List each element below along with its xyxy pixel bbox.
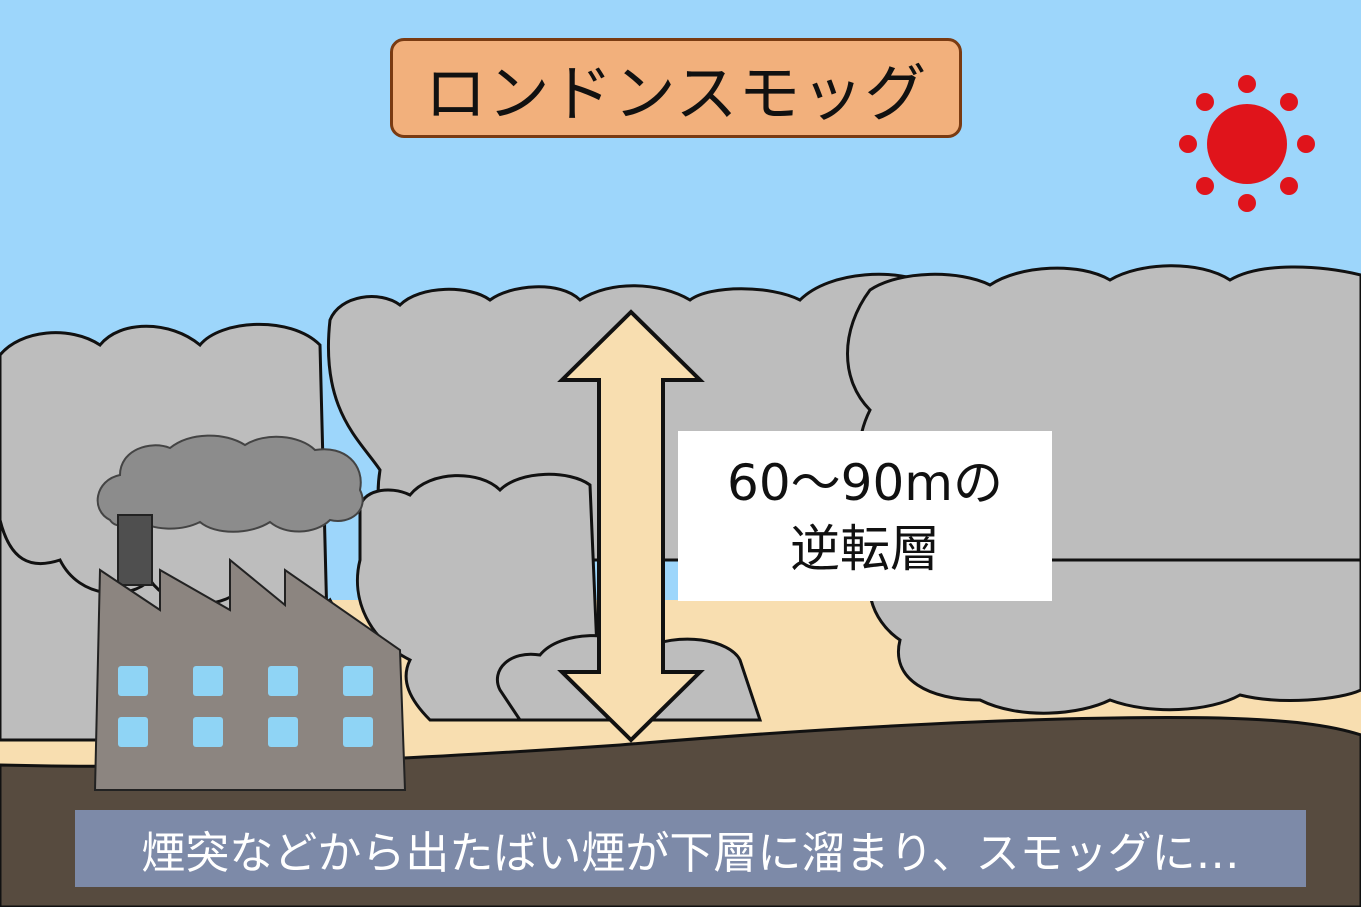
caption: 煙突などから出たばい煙が下層に溜まり、スモッグに…	[75, 810, 1306, 887]
factory-building	[93, 557, 407, 791]
smoke-cloud-icon	[96, 434, 364, 533]
factory-windows	[118, 666, 373, 747]
double-arrow-icon	[557, 309, 705, 743]
page-title: ロンドンスモッグ	[390, 38, 962, 138]
factory-icon	[93, 514, 407, 791]
inversion-layer-height: 60～90mの	[727, 454, 1003, 512]
sun-icon	[1179, 75, 1315, 212]
inversion-layer-name: 逆転層	[790, 520, 940, 578]
factory-chimney	[117, 514, 153, 586]
smog-clouds	[0, 264, 1361, 742]
inversion-layer-label: 60～90mの 逆転層	[678, 431, 1052, 601]
